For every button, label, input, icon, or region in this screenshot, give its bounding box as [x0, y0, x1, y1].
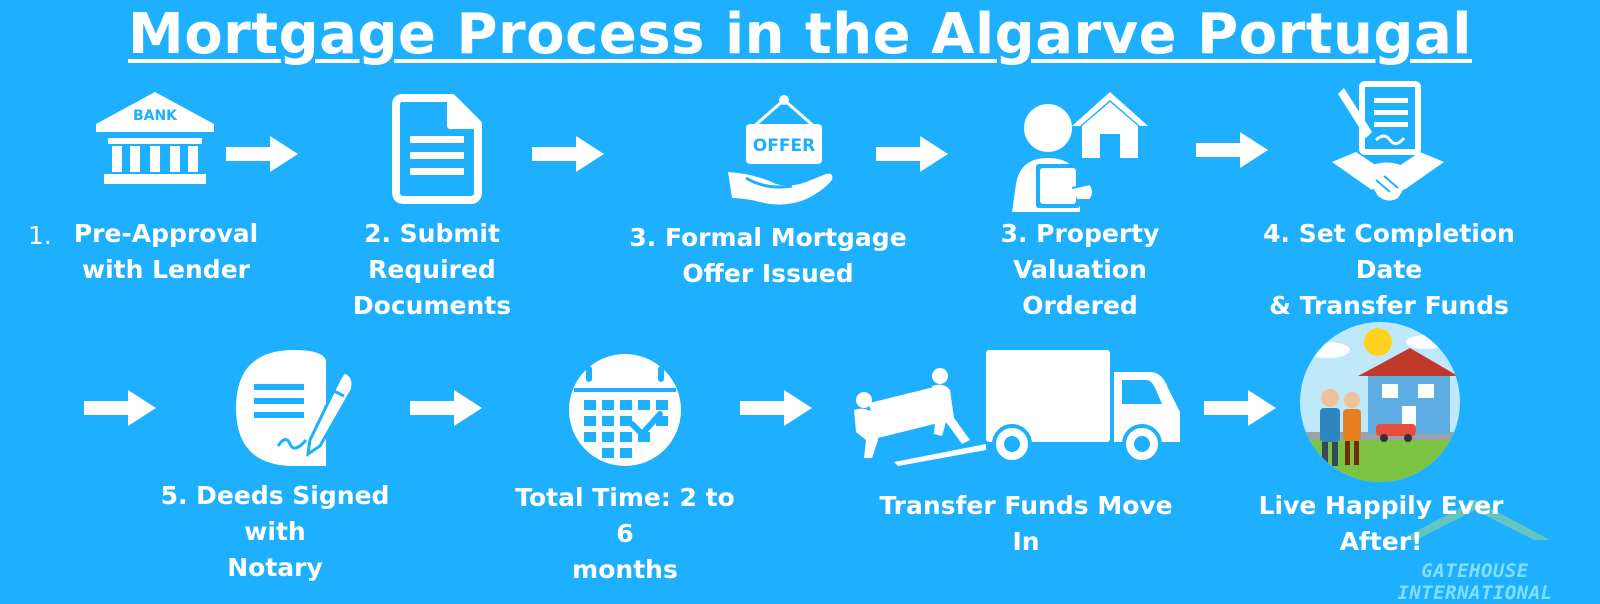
happy-family-house-icon [1300, 322, 1460, 482]
step-2-label: 2. Submit Required Documents [352, 219, 512, 320]
contract-handshake-icon [1332, 81, 1444, 201]
svg-text:OFFER: OFFER [753, 136, 815, 156]
arrow-right-icon [876, 136, 948, 172]
calendar-icon [569, 354, 681, 466]
arrow-right-icon [84, 390, 156, 426]
arrow-right-icon [226, 136, 298, 172]
arrow-right-icon [1204, 390, 1276, 426]
step-5-label: 4. Set Completion Date & Transfer Funds [1263, 219, 1515, 320]
step-7-label: Total Time: 2 to 6 months [515, 483, 735, 584]
svg-text:BANK: BANK [133, 108, 178, 124]
logo-roof-icon [1400, 500, 1550, 540]
step-number: 1. [28, 221, 52, 250]
signed-deed-icon [236, 350, 355, 466]
step-8-label: Transfer Funds Move In [879, 491, 1173, 556]
step-1-label: Pre-Approval with Lender [73, 219, 259, 284]
bank-icon: BANK [96, 92, 214, 184]
offer-sign-hand-icon: OFFER [728, 95, 833, 205]
arrow-right-icon [1196, 132, 1268, 168]
step-4-label: 3. Property Valuation Ordered [1000, 219, 1160, 320]
moving-truck-icon [854, 350, 1180, 466]
document-icon [392, 94, 482, 204]
arrow-right-icon [410, 390, 482, 426]
gatehouse-logo: GATEHOUSE INTERNATIONAL [1397, 560, 1553, 604]
arrow-right-icon [740, 390, 812, 426]
page-title: Mortgage Process in the Algarve Portugal [127, 2, 1472, 67]
step-6-label: 5. Deeds Signed with Notary [160, 481, 390, 582]
valuer-house-icon [1012, 92, 1148, 212]
step-3-label: 3. Formal Mortgage Offer Issued [629, 223, 907, 288]
step-9-label: Live Happily Ever After! [1258, 491, 1504, 556]
arrow-right-icon [532, 136, 604, 172]
